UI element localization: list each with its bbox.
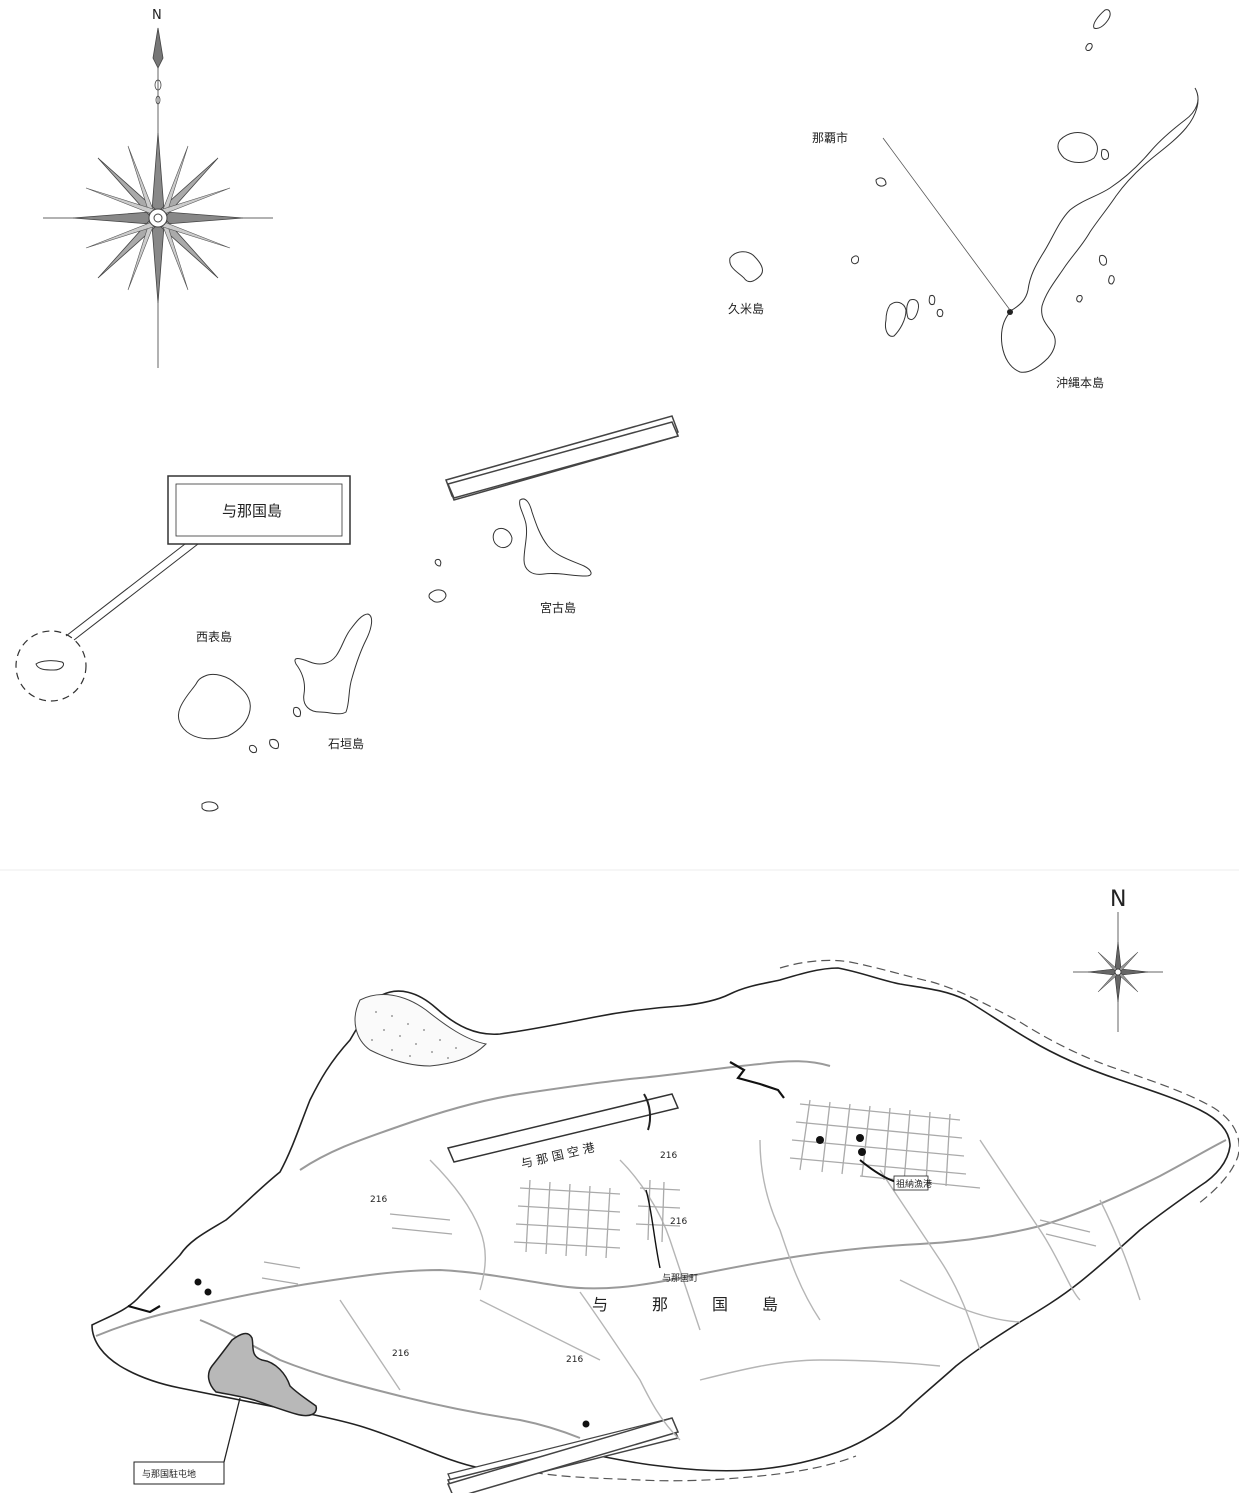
route-number-label: 216: [670, 1217, 687, 1227]
garrison-label-box: [133, 1461, 225, 1485]
island-name-char: 国: [712, 1295, 730, 1314]
label-ishigaki: 石垣島: [328, 736, 364, 751]
town-leader-line: [645, 1189, 661, 1269]
nw-field-area: [354, 994, 488, 1067]
iriomote-island: [177, 673, 279, 812]
island-name-char: 那: [652, 1295, 670, 1314]
central-farm-grid: [261, 1179, 681, 1285]
miyako-island: [428, 498, 592, 603]
garrison-area: [207, 1332, 318, 1417]
island-name-char: 島: [762, 1295, 780, 1314]
road-network: [95, 1060, 1227, 1441]
garrison-leader-line: [223, 1397, 241, 1463]
north-label-detail: N: [1110, 887, 1126, 912]
route-number-label: 216: [660, 1151, 677, 1161]
sea-boundary: [779, 959, 1239, 1205]
office-label-box: [893, 1175, 929, 1191]
regional-map: N 那覇市 沖縄本島 久米島: [0, 8, 1239, 871]
nw-field-dots: [371, 1011, 457, 1059]
facility-dot-icon: [204, 1288, 212, 1296]
compass-rose-icon: [43, 27, 273, 368]
yonaguni-callout: [15, 475, 351, 702]
label-kume: 久米島: [728, 301, 764, 316]
route-number-label: 216: [392, 1349, 409, 1359]
airport-edge: [643, 1093, 652, 1131]
runway-strip-main-visible: [446, 1093, 680, 1163]
small-compass-icon: [1073, 912, 1163, 1032]
okinawa-main-island: [851, 9, 1199, 373]
yonaguni-detail-map: N: [91, 415, 1239, 1493]
sonai-town-grid: [789, 1099, 1097, 1247]
route-number-label: 216: [370, 1195, 387, 1205]
west-port-breakwater: [127, 1304, 161, 1314]
label-naha: 那覇市: [812, 130, 848, 145]
facility-dot-icon: [856, 1134, 864, 1142]
facility-markers: [194, 1134, 866, 1428]
office-connector: [859, 1159, 897, 1183]
facility-dot-icon: [194, 1278, 202, 1286]
facility-dot-icon: [816, 1136, 824, 1144]
label-miyako: 宮古島: [540, 600, 576, 615]
naha-marker-icon: [1007, 309, 1013, 315]
north-label: N: [152, 8, 162, 23]
north-port-breakwater: [729, 1061, 785, 1099]
runway-correct: [446, 1417, 680, 1493]
label-iriomote: 西表島: [196, 629, 232, 644]
town-label: 与那国町: [662, 1273, 698, 1284]
label-okinawa-main: 沖縄本島: [1056, 375, 1104, 390]
callout-yonaguni-label: 与那国島: [222, 502, 282, 520]
garrison-label: 与那国駐屯地: [142, 1468, 196, 1480]
runway-primary: [446, 421, 680, 499]
island-name-char: 与: [592, 1295, 610, 1314]
facility-dot-icon: [582, 1420, 590, 1428]
route-number-label: 216: [566, 1355, 583, 1365]
facility-dot-icon: [858, 1148, 866, 1156]
office-label: 祖納漁港: [896, 1178, 932, 1190]
kume-island: [729, 251, 763, 283]
ishigaki-island: [293, 613, 373, 717]
